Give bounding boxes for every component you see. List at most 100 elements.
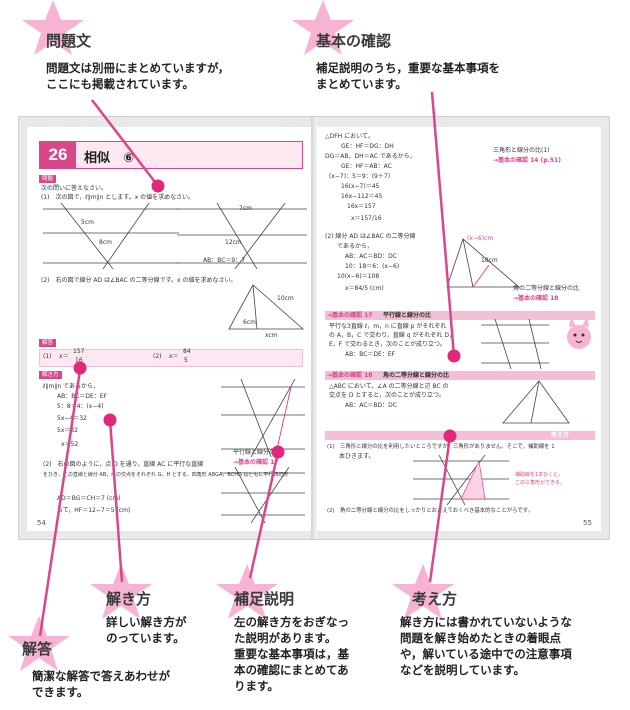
parallel-lines-figure-2 — [177, 203, 307, 269]
callout-line: 補足説明のうち，重要な基本事項を — [316, 61, 500, 75]
callout-line: 詳しい解き方が — [106, 615, 187, 629]
kihon18-figure — [502, 380, 570, 424]
derivation-line: GE：HF＝DG：DH — [341, 143, 394, 150]
solution-line: 5：8＝4：(x−4) — [57, 403, 104, 410]
derivation-line: (2) 線分 AD は∠BAC の二等分線 — [325, 233, 416, 240]
kaito-label: 解答 — [39, 339, 57, 347]
callout-line: た説明があります。 — [234, 631, 337, 645]
kangae-label: 考え方 — [551, 432, 570, 439]
star-icon-hosoku — [216, 564, 278, 619]
callout-line: 解き方には書かれていないような — [400, 615, 572, 629]
kihon17-line: AB：BC＝DE：EF — [345, 351, 396, 358]
side-note-b1: 角の二等分線と線分の比 — [513, 285, 580, 292]
label-x-minus-6: (x−6)cm — [467, 235, 494, 242]
side-note-a2: →基本の確認 14 (p.51) — [493, 157, 561, 164]
callout-body-hosoku: 左の解き方をおぎなっ た説明があります。 重要な基本事項は，基 本の確認にまとめ… — [234, 614, 349, 694]
callout-line: 問題を解き始めたときの着眼点 — [400, 631, 561, 645]
callout-line: ります。 — [234, 679, 279, 693]
callout-line: 問題文は別冊にまとめていますが， — [46, 61, 230, 75]
derivation-line: 10(x−6)＝108 — [337, 273, 380, 280]
kangae-bar — [325, 431, 595, 440]
answer-2-numerator: 84 — [183, 348, 191, 355]
bisector-triangle-figure — [446, 238, 521, 288]
solution-line: って，HF＝12−7＝5 (cm) — [57, 507, 131, 514]
callout-line: 本の確認にまとめてあ — [234, 663, 349, 677]
kangae-line: (1) 三角形と線分の比を利用したいところですが，三角形がありません。そこで，補… — [327, 444, 555, 450]
question-1: (1) 次の図で，ℓ∥m∥n とします。x の値を求めなさい。 — [41, 194, 195, 201]
derivation-line: 16x−112＝45 — [341, 193, 383, 200]
right-page: △DFH において， GE：HF＝DG：DH DG＝AB，DH＝AC であるから… — [317, 127, 601, 531]
star-icon-mondaibun — [22, 0, 84, 55]
answer-1-prefix: (1) — [43, 353, 52, 360]
label-18cm: 18cm — [481, 257, 498, 264]
label-12cm: 12cm — [225, 239, 242, 246]
answer-2-prefix: (2) — [153, 353, 162, 360]
solution-line: 5x＝32 — [57, 427, 79, 434]
solution-line: ℓ∥m∥n であるから， — [43, 383, 99, 390]
chapter-number: 26 — [40, 142, 76, 168]
callout-body-mondaibun: 問題文は別冊にまとめていますが， ここにも掲載されています。 — [46, 60, 229, 92]
kihon18-line: AB：AC＝BD：DC — [345, 402, 397, 409]
derivation-line: (x−7)：5＝9：(9＋7) — [329, 173, 391, 180]
callout-title-mondaibun: 問題文 — [46, 32, 92, 50]
derivation-line: x＝84/5 (cm) — [345, 285, 384, 292]
kihon17-line: 平行な3直線 ℓ，m，n に直線 p がそれぞれ — [329, 323, 447, 330]
parallel-lines-figure-1 — [43, 203, 179, 269]
page-number-right: 55 — [583, 519, 592, 527]
side-note-parallel: 平行線と線分の比 — [233, 449, 282, 456]
label-8cm: 8cm — [99, 239, 112, 246]
derivation-line: x＝157/16 — [351, 215, 382, 222]
label-6cm: 6cm — [243, 319, 256, 326]
label-7cm: 7cm — [239, 205, 252, 212]
callout-body-kihon: 補足説明のうち，重要な基本事項を まとめています。 — [316, 60, 500, 92]
callout-line: ここにも掲載されています。 — [46, 77, 195, 91]
kangae-note-1: 補助線を1本ひくと， — [515, 472, 563, 478]
parallel-lines-figure-3 — [221, 467, 305, 523]
kihon17-line: の A，B，C で交わり，直線 q がそれぞれ D， — [329, 332, 455, 339]
answer-2-x: x＝ — [169, 353, 179, 360]
side-note-b2: →基本の確認 18 — [513, 295, 559, 302]
derivation-line: DG＝AB，DH＝AC であるから， — [325, 153, 416, 160]
derivation-line: △DFH において， — [325, 133, 374, 140]
answer-2-denominator: 5 — [184, 357, 188, 364]
kangae-line-2: (2) 角の二等分線と線分の比をしっかりとおさえておくべき基本的なことがらです。 — [327, 508, 533, 514]
callout-body-kangaekata: 解き方には書かれていないような 問題を解き始めたときの着眼点 や，解いている途中… — [400, 614, 572, 678]
callout-line: まとめています。 — [316, 77, 407, 91]
star-icon-kihon — [292, 0, 354, 55]
solution-line: AB：BC＝DE：EF — [57, 393, 108, 400]
derivation-line: であるから， — [337, 243, 373, 250]
derivation-line: GE：HF＝AB：AC — [341, 163, 392, 170]
callout-title-tokikata: 解き方 — [106, 590, 152, 608]
answer-1-x: x＝ — [59, 353, 69, 360]
solution-line: (2) 右の図のように，点 D を通り，直線 AC に平行な直線 — [43, 461, 204, 468]
ratio-ab-bc: AB：BC＝9：7 — [203, 257, 246, 264]
callout-title-kihon: 基本の確認 — [316, 32, 392, 50]
chapter-title: 相似 ⑥ — [84, 151, 135, 166]
kihon17-label: →基本の確認 17 — [327, 312, 373, 319]
label-xcm: xcm — [265, 332, 278, 339]
kihon18-label: →基本の確認 18 — [327, 372, 373, 379]
star-icon-kaito — [8, 616, 70, 671]
solution-line: をひき，この直線と線分 AB，n の交点をそれぞれ G，H とする。四角形 AB… — [43, 472, 289, 478]
derivation-line: 16(x−7)＝45 — [341, 183, 380, 190]
mondai-label: 問題 — [39, 175, 57, 183]
book-spread: 26 相似 ⑥ 問題 次の問いに答えなさい。 (1) 次の図で，ℓ∥m∥n とし… — [18, 116, 610, 540]
callout-body-kaito: 簡潔な解答で答えあわせが できます。 — [32, 668, 170, 700]
callout-line: のっています。 — [106, 631, 185, 645]
mascot-icon — [567, 317, 591, 349]
kihon17-title: 平行線と線分の比 — [383, 312, 432, 319]
kihon18-bar — [325, 371, 595, 380]
kangae-line: 本ひきます。 — [339, 453, 375, 460]
solution-figure — [221, 379, 305, 457]
kihon18-line: 交点を D とすると，次のことが成り立つ。 — [329, 392, 445, 399]
callout-title-kangaekata: 考え方 — [412, 590, 458, 608]
callout-title-kaito: 解答 — [22, 640, 53, 658]
callout-line: 重要な基本事項は，基 — [234, 647, 349, 661]
book-gutter — [311, 117, 317, 539]
kangae-note-2: この三角形ができる。 — [515, 480, 565, 486]
triangle-figure — [228, 284, 305, 330]
callout-line: などを説明しています。 — [400, 663, 526, 677]
side-note-a1: 三角形と線分の比(1) — [493, 147, 550, 154]
tokikata-label: 解き方 — [39, 371, 62, 379]
